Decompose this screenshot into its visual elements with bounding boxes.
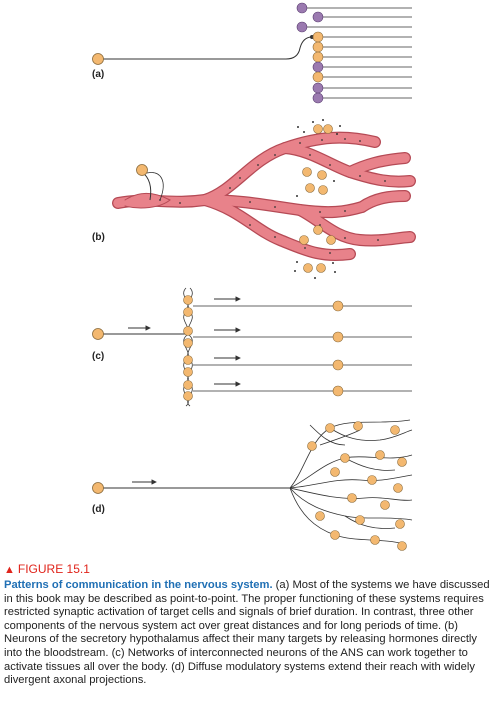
- target-neuron: [312, 51, 324, 63]
- figure-number: FIGURE 15.1: [17, 562, 90, 576]
- communication-patterns-figure: (a): [92, 2, 416, 551]
- target-neuron: [332, 300, 344, 312]
- panel-b-secretory-neuron: [136, 164, 148, 176]
- caption-heading: Patterns of communication in the nervous…: [4, 579, 273, 591]
- target-neuron: [380, 500, 390, 510]
- target-neuron-activated: [312, 31, 324, 43]
- target-neuron: [393, 483, 403, 493]
- caption-body: (a) Most of the systems we have discusse…: [4, 579, 490, 687]
- target-neuron: [340, 453, 350, 463]
- ganglion-neuron: [183, 391, 193, 401]
- panel-b-label: (b): [92, 232, 105, 243]
- caption-text: Patterns of communication in the nervous…: [4, 579, 494, 688]
- target-neuron: [367, 475, 377, 485]
- blood-vessel-tree: [112, 131, 416, 261]
- target-neuron: [397, 541, 407, 551]
- hormone-particles: [159, 138, 386, 254]
- target-neuron: [296, 2, 308, 14]
- panel-b-target-cells: [294, 119, 341, 279]
- target-neuron: [390, 425, 400, 435]
- target-neuron: [332, 385, 344, 397]
- target-neuron: [325, 423, 335, 433]
- panel-b: (b): [92, 119, 416, 279]
- target-neuron: [370, 535, 380, 545]
- target-neuron: [312, 82, 324, 94]
- target-neuron: [355, 515, 365, 525]
- panel-d-targets: [307, 421, 407, 551]
- target-cell: [313, 225, 323, 235]
- ganglion-neuron: [183, 380, 193, 390]
- target-neuron: [375, 450, 385, 460]
- target-neuron: [395, 519, 405, 529]
- divergent-projections: [289, 419, 413, 545]
- triangle-icon: ▲: [4, 564, 15, 576]
- target-neuron: [307, 441, 317, 451]
- panel-a-axon-terminal: [285, 36, 313, 60]
- target-neuron: [332, 331, 344, 343]
- ganglion-neuron: [183, 355, 193, 365]
- panel-c-input-neuron: [92, 328, 104, 340]
- target-neuron: [353, 421, 363, 431]
- target-cell: [305, 183, 315, 193]
- target-cell-cluster: [297, 119, 341, 135]
- target-neuron: [347, 493, 357, 503]
- target-neuron: [312, 11, 324, 23]
- target-neuron: [312, 41, 324, 53]
- target-cell-cluster: [294, 261, 336, 279]
- panel-a: (a): [92, 2, 412, 104]
- ganglion-neuron: [183, 307, 193, 317]
- target-neuron: [332, 359, 344, 371]
- target-neuron: [315, 511, 325, 521]
- figure-title: ▲FIGURE 15.1: [4, 562, 494, 577]
- ganglion-neuron: [183, 367, 193, 377]
- target-cell: [318, 185, 328, 195]
- target-cell: [317, 170, 327, 180]
- target-neuron: [397, 457, 407, 467]
- ganglion-neuron: [183, 326, 193, 336]
- target-neuron: [312, 92, 324, 104]
- target-neuron: [312, 61, 324, 73]
- ganglion-neuron: [183, 295, 193, 305]
- target-cell: [302, 167, 312, 177]
- panel-d-label: (d): [92, 504, 105, 515]
- panel-c-label: (c): [92, 351, 104, 362]
- target-neuron: [296, 21, 308, 33]
- panel-a-label: (a): [92, 69, 104, 80]
- target-neuron: [312, 71, 324, 83]
- ganglion-chain: [183, 287, 193, 407]
- figure-caption: ▲FIGURE 15.1 Patterns of communication i…: [4, 562, 494, 688]
- panel-d: (d): [92, 419, 413, 551]
- panel-c: (c): [92, 287, 412, 407]
- panel-a-source-neuron: [92, 53, 104, 65]
- target-cell: [326, 235, 336, 245]
- ganglion-neuron: [183, 338, 193, 348]
- panel-c-outputs: [193, 296, 412, 397]
- target-neuron: [330, 467, 340, 477]
- target-cell: [299, 235, 309, 245]
- target-neuron: [330, 530, 340, 540]
- panel-a-target-group: [296, 2, 412, 104]
- panel-d-source-neuron: [92, 482, 104, 494]
